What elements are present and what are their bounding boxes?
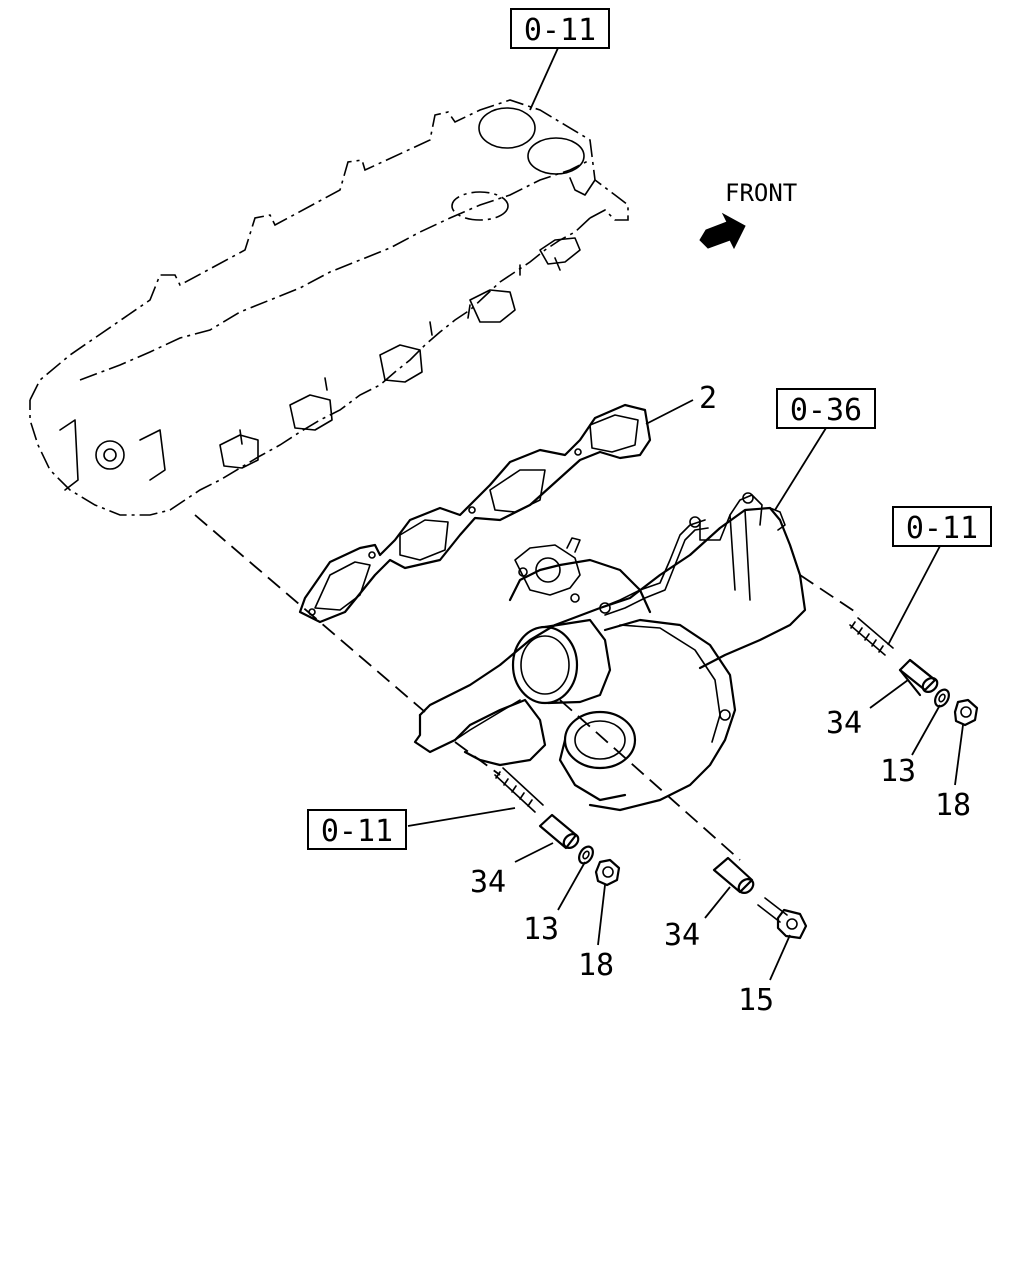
callout-washer-right: 13 [880,754,916,789]
leader-spacer-right [869,679,909,709]
alignment-line-right [799,574,861,616]
callout-spacer-bottom: 34 [664,918,700,953]
leader-ref-left [407,807,516,827]
leader-gasket [645,399,694,425]
leader-bolt [769,934,791,981]
nut-left [594,858,621,887]
callout-gasket: 2 [699,381,717,416]
callout-washer-left: 13 [523,912,559,947]
callout-nut-right: 18 [935,788,971,823]
spacer-left [538,813,580,850]
turbocharger [453,537,741,861]
leader-nut-left [597,884,606,946]
leader-nut-right [954,724,964,786]
leader-ref-right [887,545,941,646]
leader-washer-right [911,704,941,756]
alignment-line-left [194,514,426,713]
ref-label-left: 0-11 [321,814,393,849]
alignment-line-lower [454,741,501,776]
manifold-gasket [298,403,652,624]
callout-spacer-right: 34 [826,706,862,741]
leader-ref-turbo [774,427,827,511]
leader-spacer-bottom [704,886,731,919]
flange-bolt [757,897,808,940]
ref-box-right[interactable]: 0-11 [892,506,992,547]
callout-bolt: 15 [738,983,774,1018]
washer-right [934,688,950,708]
stud-right [849,617,894,656]
front-label: FRONT [725,179,797,207]
ref-box-turbo[interactable]: 0-36 [776,388,876,429]
spacer-right [898,658,939,697]
ref-label-turbo: 0-36 [790,393,862,428]
ref-box-left[interactable]: 0-11 [307,809,407,850]
leader-washer-left [557,861,586,911]
callout-spacer-left: 34 [470,865,506,900]
ref-box-top[interactable]: 0-11 [510,8,610,49]
washer-left [578,845,594,865]
spacer-bottom [712,856,755,894]
cylinder-head [29,99,629,516]
stud-left [494,767,544,813]
callout-nut-left: 18 [578,948,614,983]
arrow-northeast-icon [699,212,746,250]
nut-right [953,698,979,727]
ref-label-top: 0-11 [524,13,596,48]
ref-label-right: 0-11 [906,511,978,546]
leader-spacer-left [514,842,554,863]
leader-ref-top [529,47,559,111]
